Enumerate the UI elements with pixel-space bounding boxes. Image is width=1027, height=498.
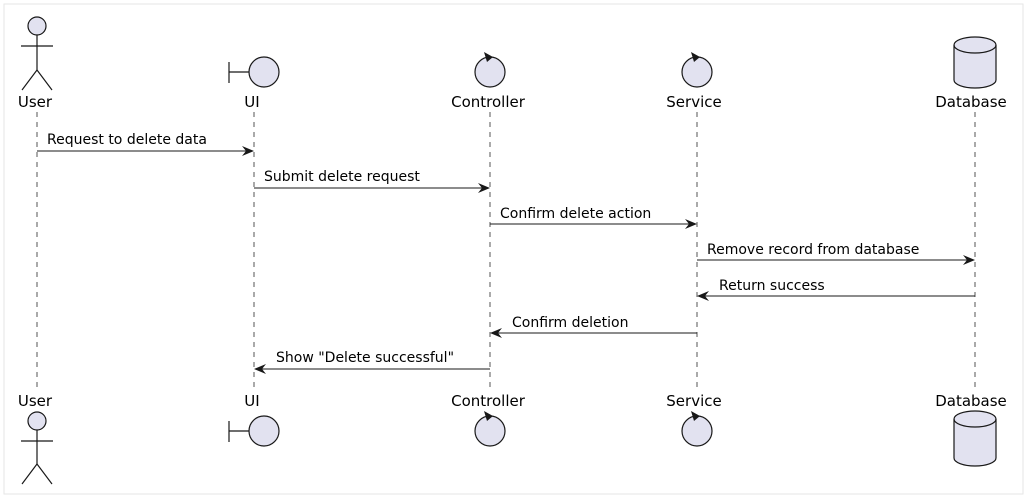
participant-database-label-bottom: Database	[935, 392, 1007, 410]
message-arrowhead	[697, 291, 709, 301]
message-label: Confirm deletion	[512, 315, 628, 331]
participant-controller-label-bottom: Controller	[451, 392, 526, 410]
message-arrowhead	[685, 219, 697, 229]
control-controller-bottom-icon	[474, 411, 506, 447]
boundary-ui-top-icon	[228, 56, 280, 88]
control-service-bottom-icon	[681, 411, 713, 447]
actor-user-top-icon	[21, 16, 53, 91]
message-arrowhead	[490, 328, 502, 338]
participant-ui-label-bottom: UI	[244, 392, 259, 410]
boundary-ui-bottom-icon	[228, 415, 280, 447]
message-label: Return success	[719, 278, 825, 294]
message-label: Confirm delete action	[500, 206, 651, 222]
participant-controller-label-top: Controller	[451, 93, 526, 111]
message-arrowhead	[254, 364, 266, 374]
participant-service-label-bottom: Service	[666, 392, 721, 410]
participant-ui-label-top: UI	[244, 93, 259, 111]
database-bottom-icon	[953, 410, 997, 467]
message-label: Show "Delete successful"	[276, 350, 454, 366]
participant-user-label-bottom: User	[18, 392, 53, 410]
control-service-top-icon	[681, 52, 713, 88]
message-label: Remove record from database	[707, 242, 919, 258]
message-label: Submit delete request	[264, 169, 420, 185]
message-label: Request to delete data	[47, 132, 207, 148]
message-arrowhead	[478, 183, 490, 193]
message-arrowhead	[242, 146, 254, 156]
diagram-frame	[3, 3, 1024, 495]
participant-user-label-top: User	[18, 93, 53, 111]
participant-database-label-top: Database	[935, 93, 1007, 111]
database-top-icon	[953, 36, 997, 89]
participant-service-label-top: Service	[666, 93, 721, 111]
message-arrowhead	[963, 255, 975, 265]
actor-user-bottom-icon	[21, 411, 53, 485]
control-controller-top-icon	[474, 52, 506, 88]
